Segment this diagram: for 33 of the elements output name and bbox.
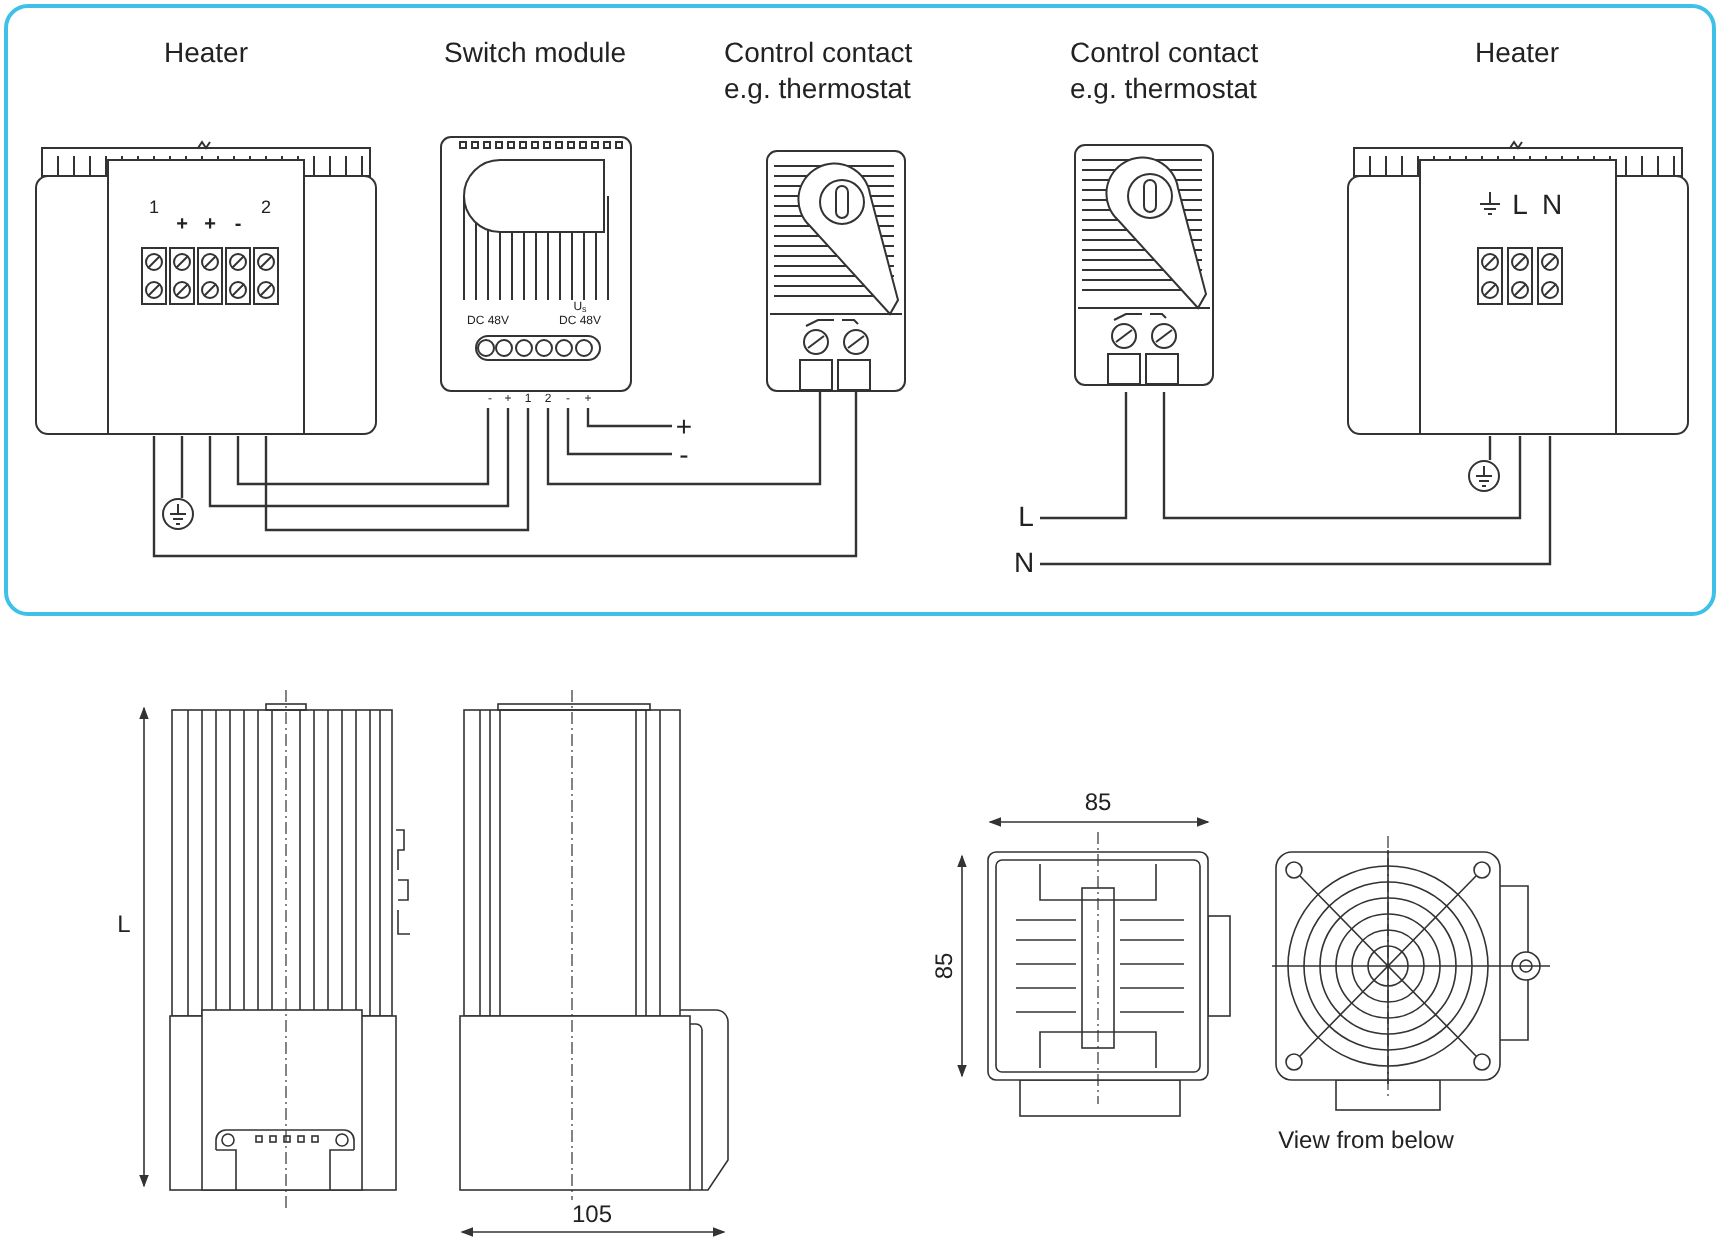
wire bbox=[236, 408, 490, 486]
drawing-label: + bbox=[176, 216, 188, 236]
drawing-label: - bbox=[234, 216, 242, 236]
component-title: Heater bbox=[161, 36, 251, 71]
drawing-label: + bbox=[204, 216, 216, 236]
drawing-label: 1 bbox=[149, 199, 159, 217]
drawing-label: 85 bbox=[1084, 790, 1112, 814]
component-title: N bbox=[1011, 548, 1037, 576]
wire bbox=[180, 436, 184, 498]
wire bbox=[208, 408, 510, 508]
component-title: + bbox=[673, 412, 695, 440]
drawing-label: View from below bbox=[1278, 1128, 1454, 1152]
drawing-label: 2 bbox=[261, 199, 271, 217]
drawing-label: 85 bbox=[932, 952, 956, 980]
wire bbox=[1040, 436, 1552, 566]
component-title: Heater bbox=[1472, 36, 1562, 71]
wire bbox=[566, 408, 672, 456]
component-title: - bbox=[677, 440, 691, 468]
wire bbox=[264, 408, 530, 532]
drawing-label: N bbox=[1541, 190, 1563, 218]
component-title: Control contact e.g. thermostat bbox=[1070, 36, 1261, 106]
component-title: L bbox=[1016, 502, 1036, 530]
wire bbox=[1162, 392, 1522, 520]
wire bbox=[586, 408, 672, 428]
wire bbox=[1040, 392, 1128, 520]
component-title: Switch module bbox=[444, 36, 627, 71]
wire bbox=[546, 392, 822, 486]
drawing-label: L bbox=[1512, 190, 1528, 218]
drawing-label: 105 bbox=[571, 1202, 613, 1226]
component-title: Control contact e.g. thermostat bbox=[724, 36, 915, 106]
drawing-label: L bbox=[117, 912, 131, 936]
wire bbox=[1488, 436, 1492, 460]
wire bbox=[152, 392, 858, 558]
